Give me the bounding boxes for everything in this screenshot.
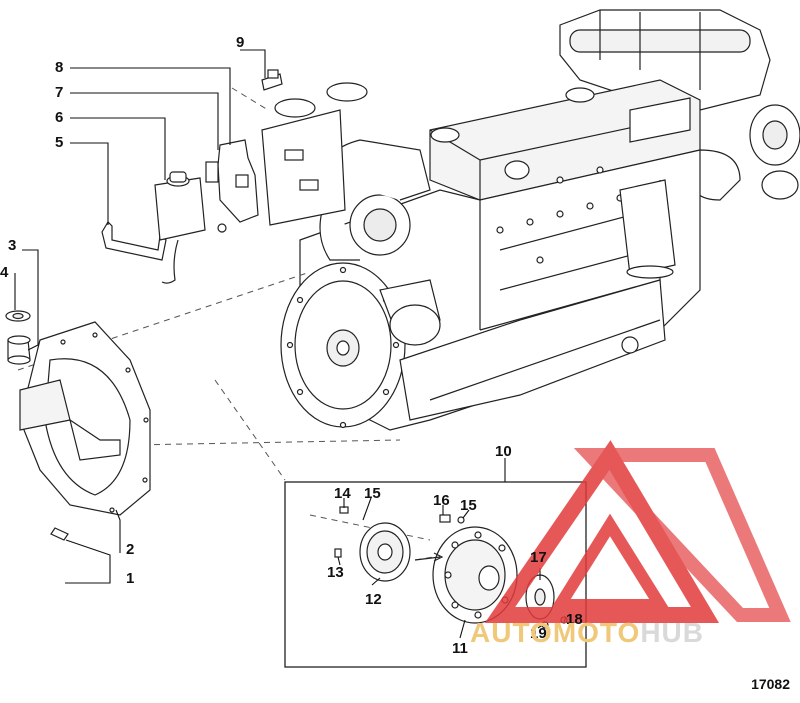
callout-10: 10 bbox=[495, 443, 512, 460]
callout-13: 13 bbox=[327, 564, 344, 581]
callout-15a: 15 bbox=[364, 485, 381, 502]
coupler-detail bbox=[284, 481, 587, 668]
callout-9: 9 bbox=[236, 34, 245, 51]
callout-1: 1 bbox=[126, 570, 135, 587]
watermark-text: AUTOMOTOHUB bbox=[470, 617, 704, 649]
callout-12: 12 bbox=[365, 591, 382, 608]
callout-6: 6 bbox=[55, 109, 64, 126]
callout-2: 2 bbox=[126, 541, 135, 558]
callout-15b: 15 bbox=[460, 497, 477, 514]
watermark-part1: AUTOMOTO bbox=[470, 617, 641, 648]
callout-7: 7 bbox=[55, 84, 64, 101]
callout-14: 14 bbox=[334, 485, 351, 502]
watermark-logo bbox=[484, 440, 791, 623]
callout-4: 4 bbox=[0, 264, 9, 281]
engine-mount bbox=[5, 310, 31, 365]
reservoir-strap bbox=[101, 221, 167, 261]
figure-number: 17082 bbox=[751, 676, 790, 692]
callout-5: 5 bbox=[55, 134, 64, 151]
reservoir-bracket bbox=[205, 139, 259, 233]
watermark-part2: HUB bbox=[640, 617, 704, 648]
engine-assembly bbox=[261, 9, 800, 431]
callout-18: 18 bbox=[566, 611, 583, 628]
flywheel-housing bbox=[19, 321, 151, 541]
callout-16: 16 bbox=[433, 492, 450, 509]
callout-17: 17 bbox=[530, 549, 547, 566]
bracket-bolt bbox=[261, 69, 283, 91]
callout-19: 19 bbox=[530, 625, 547, 642]
callout-11: 11 bbox=[452, 640, 468, 657]
coolant-reservoir bbox=[154, 171, 206, 284]
callout-3: 3 bbox=[8, 237, 17, 254]
callout-8: 8 bbox=[55, 59, 64, 76]
leader-lines bbox=[14, 49, 567, 639]
